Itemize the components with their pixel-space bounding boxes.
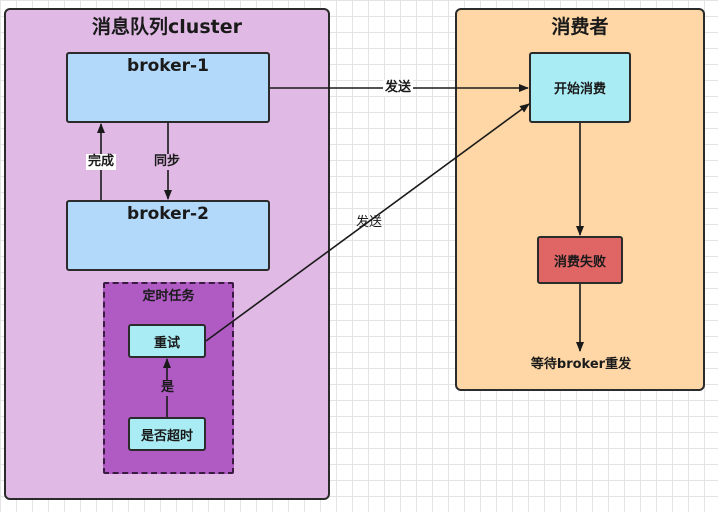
cluster-title: 消息队列cluster xyxy=(92,16,242,38)
wait-broker-resend-text: 等待broker重发 xyxy=(530,357,632,372)
edge-label-send-bottom: 发送 xyxy=(356,215,383,230)
broker-1-node[interactable]: broker-1 xyxy=(66,52,270,123)
broker-2-label: broker-2 xyxy=(127,204,209,224)
scheduled-task-group: 定时任务 xyxy=(103,282,234,474)
edge-label-send-top: 发送 xyxy=(383,80,414,96)
broker-1-label: broker-1 xyxy=(127,56,209,76)
timeout-check-node[interactable]: 是否超时 xyxy=(128,417,206,451)
consume-fail-node[interactable]: 消费失败 xyxy=(537,236,623,284)
edge-label-done: 完成 xyxy=(86,154,117,170)
scheduled-task-label: 定时任务 xyxy=(142,289,195,304)
retry-node[interactable]: 重试 xyxy=(128,324,206,358)
edge-label-sync: 同步 xyxy=(152,154,183,170)
broker-2-node[interactable]: broker-2 xyxy=(66,200,270,271)
consumer-title: 消费者 xyxy=(551,16,609,38)
edge-label-yes: 是 xyxy=(159,380,177,396)
start-consume-node[interactable]: 开始消费 xyxy=(529,52,631,123)
edge-send-bottom-arrow xyxy=(205,103,530,342)
